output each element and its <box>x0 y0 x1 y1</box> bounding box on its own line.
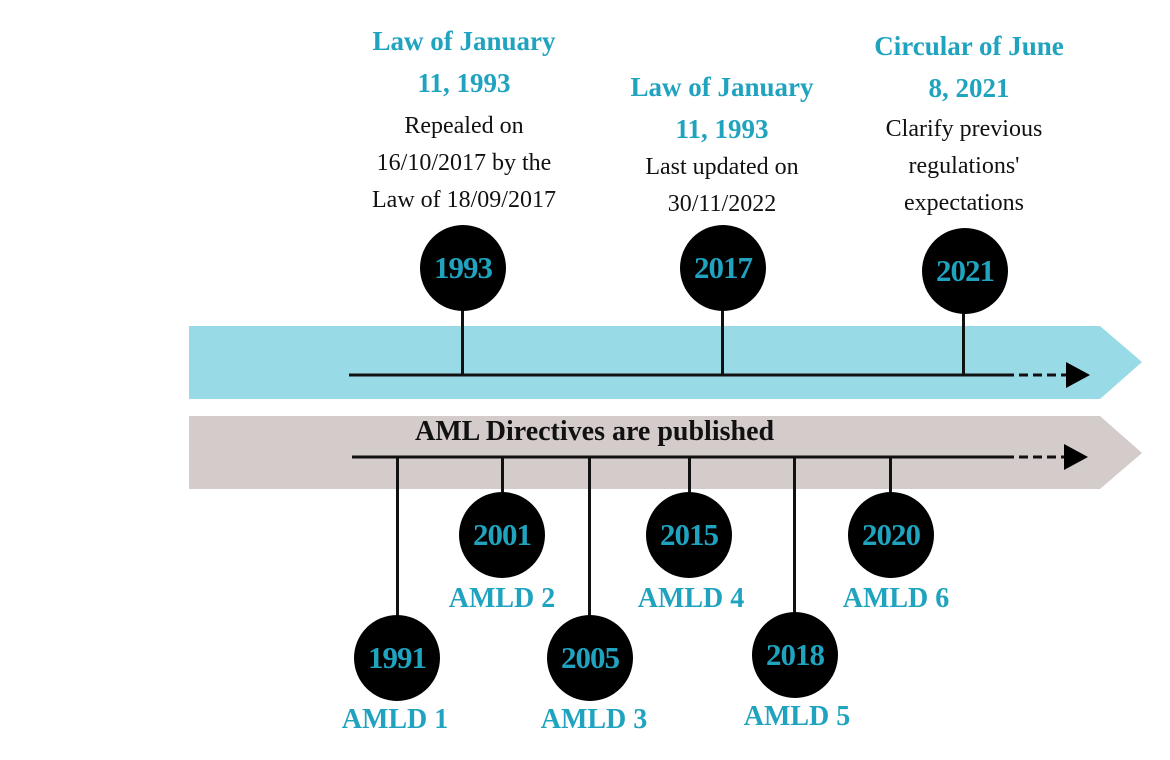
year-marker-2018: 2018 <box>752 612 838 698</box>
bottom-axis-arrow <box>352 444 1088 470</box>
amld2-stem <box>501 457 504 497</box>
desc-line: Law of 18/09/2017 <box>372 187 556 213</box>
regulation-band <box>189 326 1142 399</box>
event-2021-description: Clarify previous regulations' expectatio… <box>844 111 1084 222</box>
year-marker-1991: 1991 <box>354 615 440 701</box>
event-2017-description: Last updated on 30/11/2022 <box>602 149 842 223</box>
event-2017-title-line2: 11, 1993 <box>675 114 769 144</box>
amld1-stem <box>396 457 399 619</box>
amld1-label: AMLD 1 <box>341 704 449 735</box>
event-1993-stem <box>461 300 464 375</box>
top-axis-arrow <box>349 362 1090 388</box>
event-2021-title: Circular of June 8, 2021 <box>849 25 1089 109</box>
year-marker-2005: 2005 <box>547 615 633 701</box>
amld5-stem <box>793 457 796 617</box>
event-1993-title-line1: Law of January <box>372 26 556 56</box>
amld6-stem <box>889 457 892 497</box>
amld5-label: AMLD 5 <box>743 701 851 732</box>
desc-line: regulations' <box>908 153 1020 179</box>
year-marker-2020: 2020 <box>848 492 934 578</box>
event-2021-stem <box>962 305 965 375</box>
amld4-label: AMLD 4 <box>637 583 745 614</box>
desc-line: 30/11/2022 <box>667 191 777 217</box>
year-marker-2015: 2015 <box>646 492 732 578</box>
desc-line: Last updated on <box>645 154 799 180</box>
directives-band-label: AML Directives are published <box>415 416 775 447</box>
desc-line: expectations <box>904 190 1024 216</box>
event-2021-title-line1: Circular of June <box>874 31 1064 61</box>
desc-line: Clarify previous <box>885 116 1043 142</box>
event-2017-title-line1: Law of January <box>630 72 814 102</box>
event-1993-title-line2: 11, 1993 <box>417 68 511 98</box>
amld3-stem <box>588 457 591 619</box>
year-marker-1993: 1993 <box>420 225 506 311</box>
event-2021-title-line2: 8, 2021 <box>928 73 1010 103</box>
amld4-stem <box>688 457 691 497</box>
event-2017-title: Law of January 11, 1993 <box>602 66 842 150</box>
desc-line: Repealed on <box>404 113 524 139</box>
event-1993-description: Repealed on 16/10/2017 by the Law of 18/… <box>344 108 584 219</box>
desc-line: 16/10/2017 by the <box>376 150 552 176</box>
amld2-label: AMLD 2 <box>448 583 556 614</box>
directive-band <box>189 416 1142 489</box>
year-marker-2001: 2001 <box>459 492 545 578</box>
event-2017-stem <box>721 300 724 375</box>
amld3-label: AMLD 3 <box>540 704 648 735</box>
year-marker-2017: 2017 <box>680 225 766 311</box>
event-1993-title: Law of January 11, 1993 <box>344 20 584 104</box>
amld6-label: AMLD 6 <box>842 583 950 614</box>
year-marker-2021: 2021 <box>922 228 1008 314</box>
